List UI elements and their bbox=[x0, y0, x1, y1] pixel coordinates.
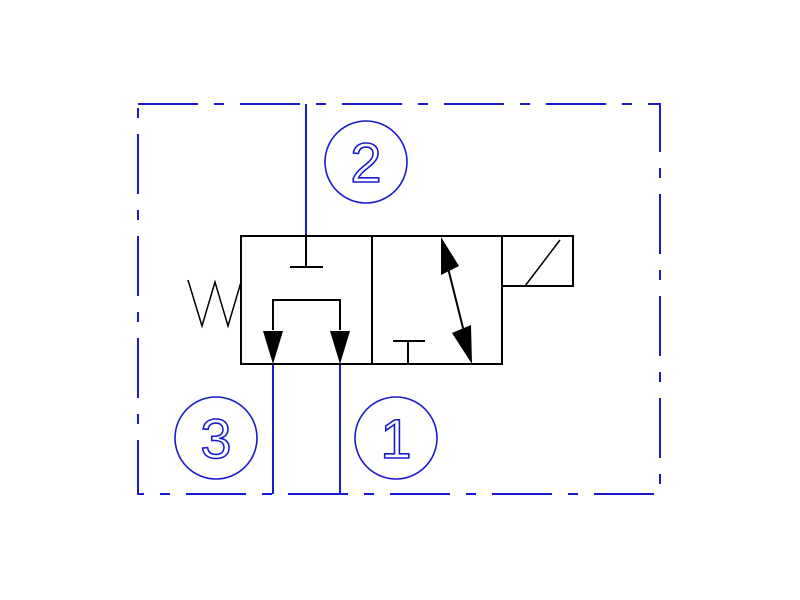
solenoid-slash bbox=[524, 239, 561, 287]
flow-arrow-icon bbox=[263, 331, 283, 364]
port-1-marker: 1 bbox=[354, 396, 438, 480]
bidirectional-arrow-down-icon bbox=[452, 325, 472, 364]
cartridge-envelope bbox=[137, 103, 661, 495]
port-3-marker: 3 bbox=[174, 396, 258, 480]
port-1-label: 1 bbox=[380, 407, 411, 470]
flow-path-2-1 bbox=[445, 259, 467, 341]
bidirectional-arrow-up-icon bbox=[441, 237, 459, 275]
port-2-marker: 2 bbox=[324, 120, 408, 204]
solenoid-actuator bbox=[501, 235, 574, 287]
flow-arrow-icon bbox=[330, 331, 350, 364]
port-2-label: 2 bbox=[350, 131, 381, 194]
spring-icon bbox=[187, 279, 242, 329]
valve-envelope-right bbox=[371, 235, 503, 365]
flow-path-1-3 bbox=[272, 299, 341, 330]
port-3-label: 3 bbox=[200, 407, 231, 470]
